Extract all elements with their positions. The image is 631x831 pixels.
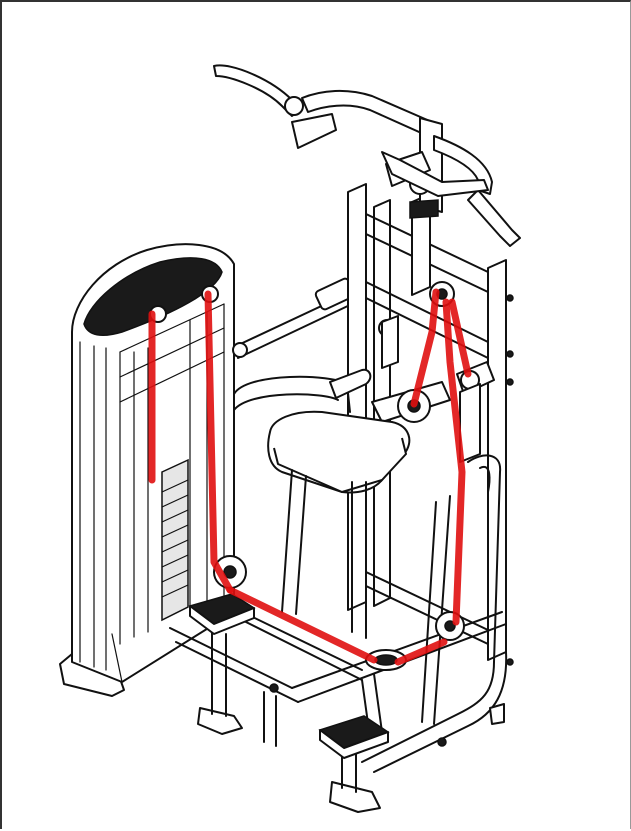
pulley-icon — [365, 649, 407, 671]
pull-up-handles — [213, 64, 521, 247]
cable-segment — [226, 586, 378, 664]
arm-support — [233, 368, 372, 413]
cable-segment — [394, 638, 448, 666]
cable-arm — [232, 277, 356, 359]
cable-routing — [148, 288, 472, 666]
foot-platforms — [188, 593, 390, 759]
seat — [267, 410, 502, 725]
cable-segment — [442, 298, 466, 626]
cable-segment — [448, 298, 472, 378]
cable-segment — [204, 290, 234, 594]
cable-segment — [410, 288, 440, 408]
pulley-icon — [435, 611, 465, 641]
